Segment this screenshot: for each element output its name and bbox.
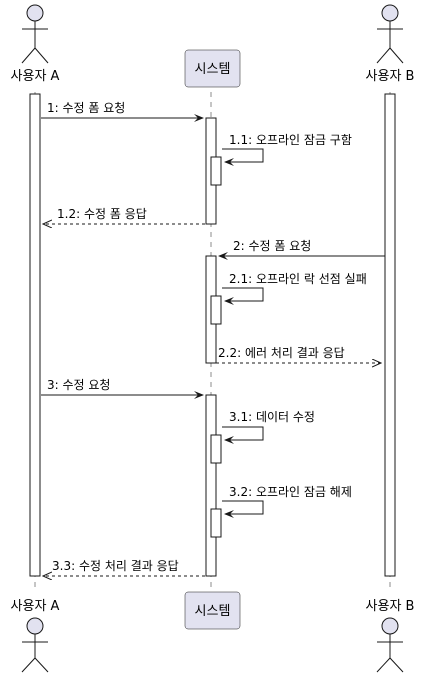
activation-system-1-1 xyxy=(210,156,222,186)
actor-icon xyxy=(376,4,404,64)
actor-label: 사용자 B xyxy=(366,69,415,84)
actor-icon xyxy=(21,617,49,673)
participant-label: 시스템 xyxy=(195,62,231,77)
message-label: 2.2: 에러 처리 결과 응답 xyxy=(218,346,345,360)
actor-user-a-top: 사용자 A xyxy=(11,4,60,84)
message-label: 3.3: 수정 처리 결과 응답 xyxy=(52,559,179,573)
actor-label: 사용자 A xyxy=(11,599,60,614)
message-3-1: 3.1: 데이터 수정 xyxy=(222,410,315,444)
message-label: 1: 수정 폼 요청 xyxy=(47,101,125,115)
activation-user-b xyxy=(384,93,396,577)
message-3-3: 3.3: 수정 처리 결과 응답 xyxy=(43,559,205,576)
actor-user-a-bottom: 사용자 A xyxy=(11,599,60,673)
activation-system-2-1 xyxy=(210,295,222,325)
actor-icon xyxy=(21,4,49,64)
message-2-1: 2.1: 오프라인 락 선점 실패 xyxy=(222,272,367,305)
message-label: 3.1: 데이터 수정 xyxy=(229,410,315,424)
actor-label: 사용자 B xyxy=(366,599,415,614)
message-label: 1.1: 오프라인 잠금 구함 xyxy=(229,133,352,147)
message-1-1: 1.1: 오프라인 잠금 구함 xyxy=(222,133,352,166)
message-3: 3: 수정 요청 xyxy=(41,378,204,399)
actor-user-b-top: 사용자 B xyxy=(366,4,415,84)
actor-icon xyxy=(376,617,404,673)
activation-system-3 xyxy=(205,394,217,577)
message-label: 1.2: 수정 폼 응답 xyxy=(57,207,147,221)
participant-system-top: 시스템 xyxy=(184,49,241,88)
message-1: 1: 수정 폼 요청 xyxy=(41,101,204,122)
activation-system-3-2 xyxy=(210,508,222,538)
activation-system-3-1 xyxy=(210,434,222,464)
message-label: 3.2: 오프라인 잠금 해제 xyxy=(229,485,352,499)
participant-system-bottom: 시스템 xyxy=(184,591,241,630)
message-2: 2: 수정 폼 요청 xyxy=(218,239,385,260)
activation-user-a xyxy=(29,93,41,577)
message-3-2: 3.2: 오프라인 잠금 해제 xyxy=(222,485,352,518)
message-label: 3: 수정 요청 xyxy=(47,378,110,392)
actor-label: 사용자 A xyxy=(11,69,60,84)
message-label: 2: 수정 폼 요청 xyxy=(233,239,311,253)
message-2-2: 2.2: 에러 처리 결과 응답 xyxy=(216,346,381,363)
message-label: 2.1: 오프라인 락 선점 실패 xyxy=(229,272,367,286)
message-1-2: 1.2: 수정 폼 응답 xyxy=(43,207,205,224)
participant-label: 시스템 xyxy=(195,604,231,619)
actor-user-b-bottom: 사용자 B xyxy=(366,599,415,673)
